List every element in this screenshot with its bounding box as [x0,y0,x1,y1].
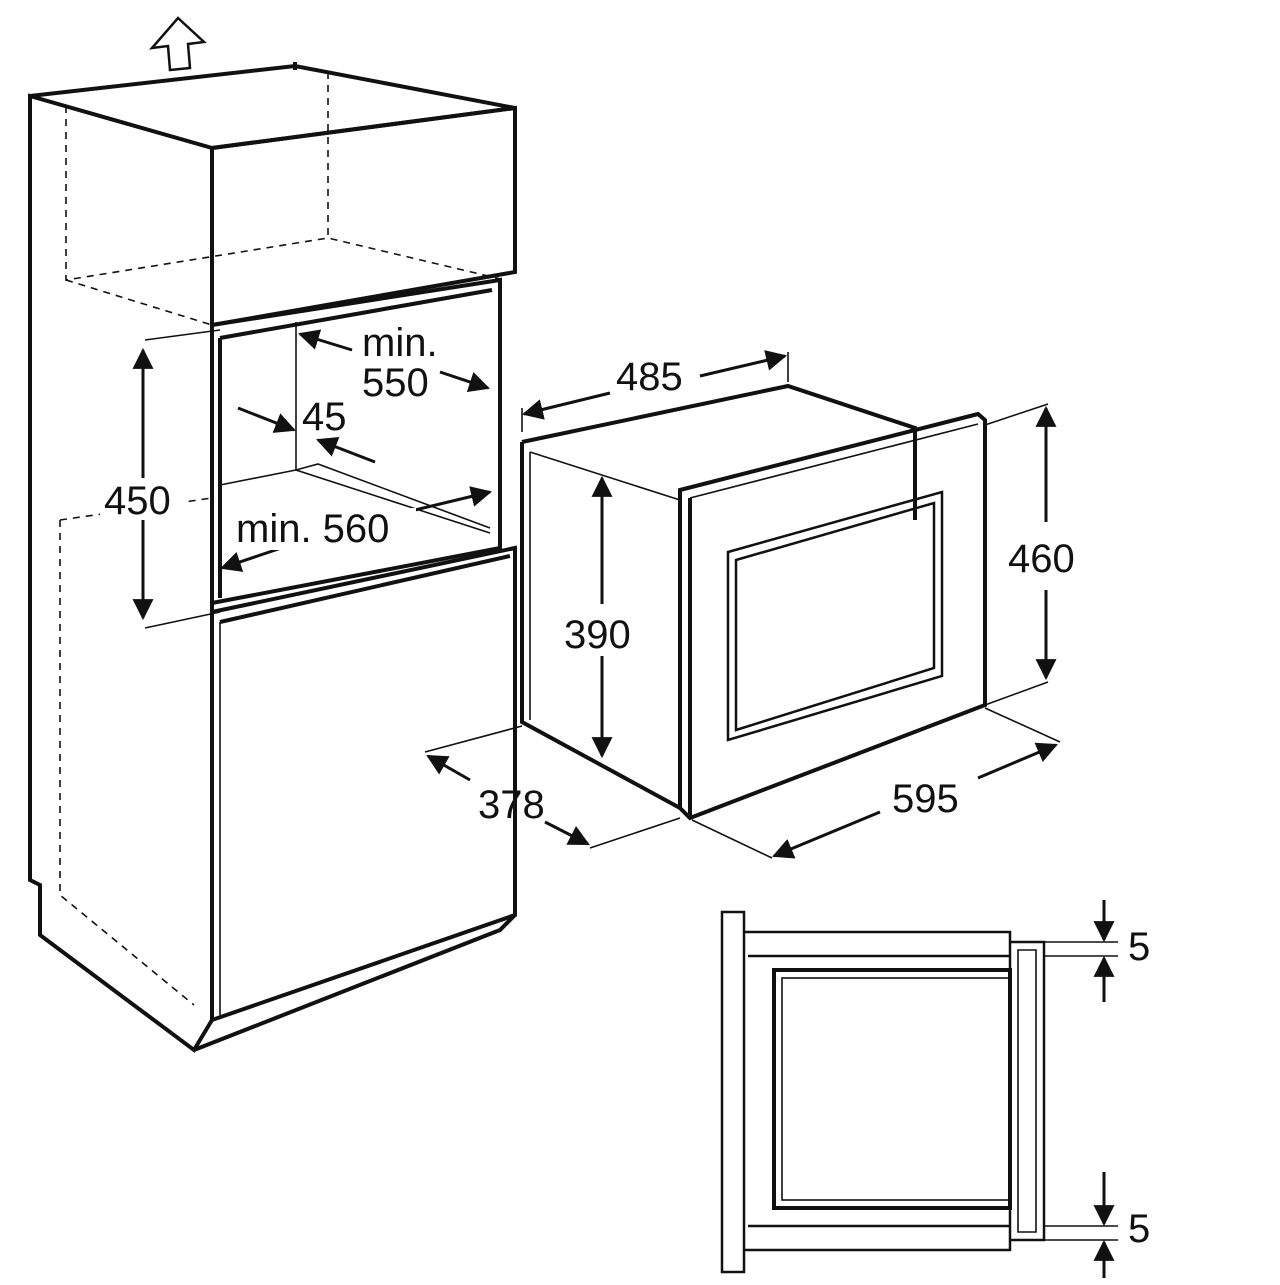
dim-485-label: 485 [616,355,683,399]
appliance-dimensions: 485 460 390 378 595 [424,350,1075,859]
dim-378-label: 378 [478,783,545,827]
dim-gap-bottom-label: 5 [1128,1207,1150,1251]
dim-550-min-label: min. [362,321,438,365]
dim-460-label: 460 [1008,537,1075,581]
dim-gap-top-label: 5 [1128,925,1150,969]
dim-550-label: 550 [362,361,429,405]
appliance [520,383,987,821]
dim-595-label: 595 [892,777,959,821]
section-view [720,910,1046,1274]
section-dimensions: 5 5 [1044,900,1150,1278]
cabinet-dimensions: 450 min. 550 45 min. 560 [100,321,493,629]
up-arrow-icon [148,16,207,72]
cabinet [28,62,517,1053]
dim-45-label: 45 [302,395,347,439]
dim-560-label: min. 560 [236,507,389,551]
dim-390-label: 390 [564,613,631,657]
dim-450-label: 450 [104,479,171,523]
